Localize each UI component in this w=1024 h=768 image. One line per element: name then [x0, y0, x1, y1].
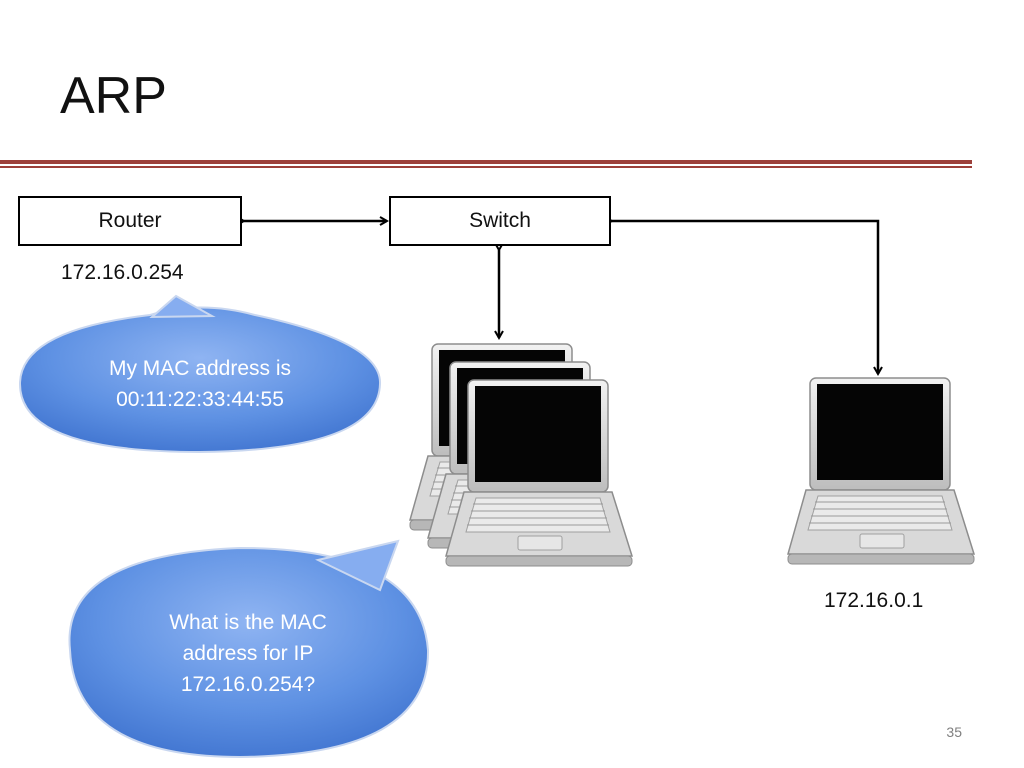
reply-speech-bubble	[18, 306, 382, 454]
page-number: 35	[946, 724, 962, 740]
request-line-2: address for IP	[182, 642, 314, 665]
request-line-1: What is the MAC	[169, 611, 327, 634]
request-bubble-tail	[315, 539, 400, 592]
laptop-stack	[409, 343, 633, 567]
host-laptop-icon	[787, 377, 975, 565]
reply-bubble-tail	[149, 294, 216, 319]
switch-box: Switch	[389, 196, 611, 246]
title-divider-thin	[0, 166, 972, 168]
request-line-3: 172.16.0.254?	[180, 673, 316, 696]
title-divider	[0, 160, 972, 164]
request-speech-bubble	[68, 546, 430, 759]
switch-label: Switch	[469, 209, 531, 232]
laptop-icon	[445, 379, 633, 567]
router-box: Router	[18, 196, 242, 246]
reply-bubble-text: My MAC address is 00:11:22:33:44:55	[40, 353, 360, 415]
reply-line-2: 00:11:22:33:44:55	[116, 388, 284, 411]
request-bubble-text: What is the MAC address for IP 172.16.0.…	[88, 607, 408, 700]
router-label: Router	[98, 209, 162, 232]
slide-title: ARP	[60, 67, 167, 125]
host-ip: 172.16.0.1	[824, 589, 924, 612]
router-ip: 172.16.0.254	[61, 261, 184, 284]
switch-host-link	[612, 221, 878, 374]
reply-line-1: My MAC address is	[108, 357, 292, 380]
